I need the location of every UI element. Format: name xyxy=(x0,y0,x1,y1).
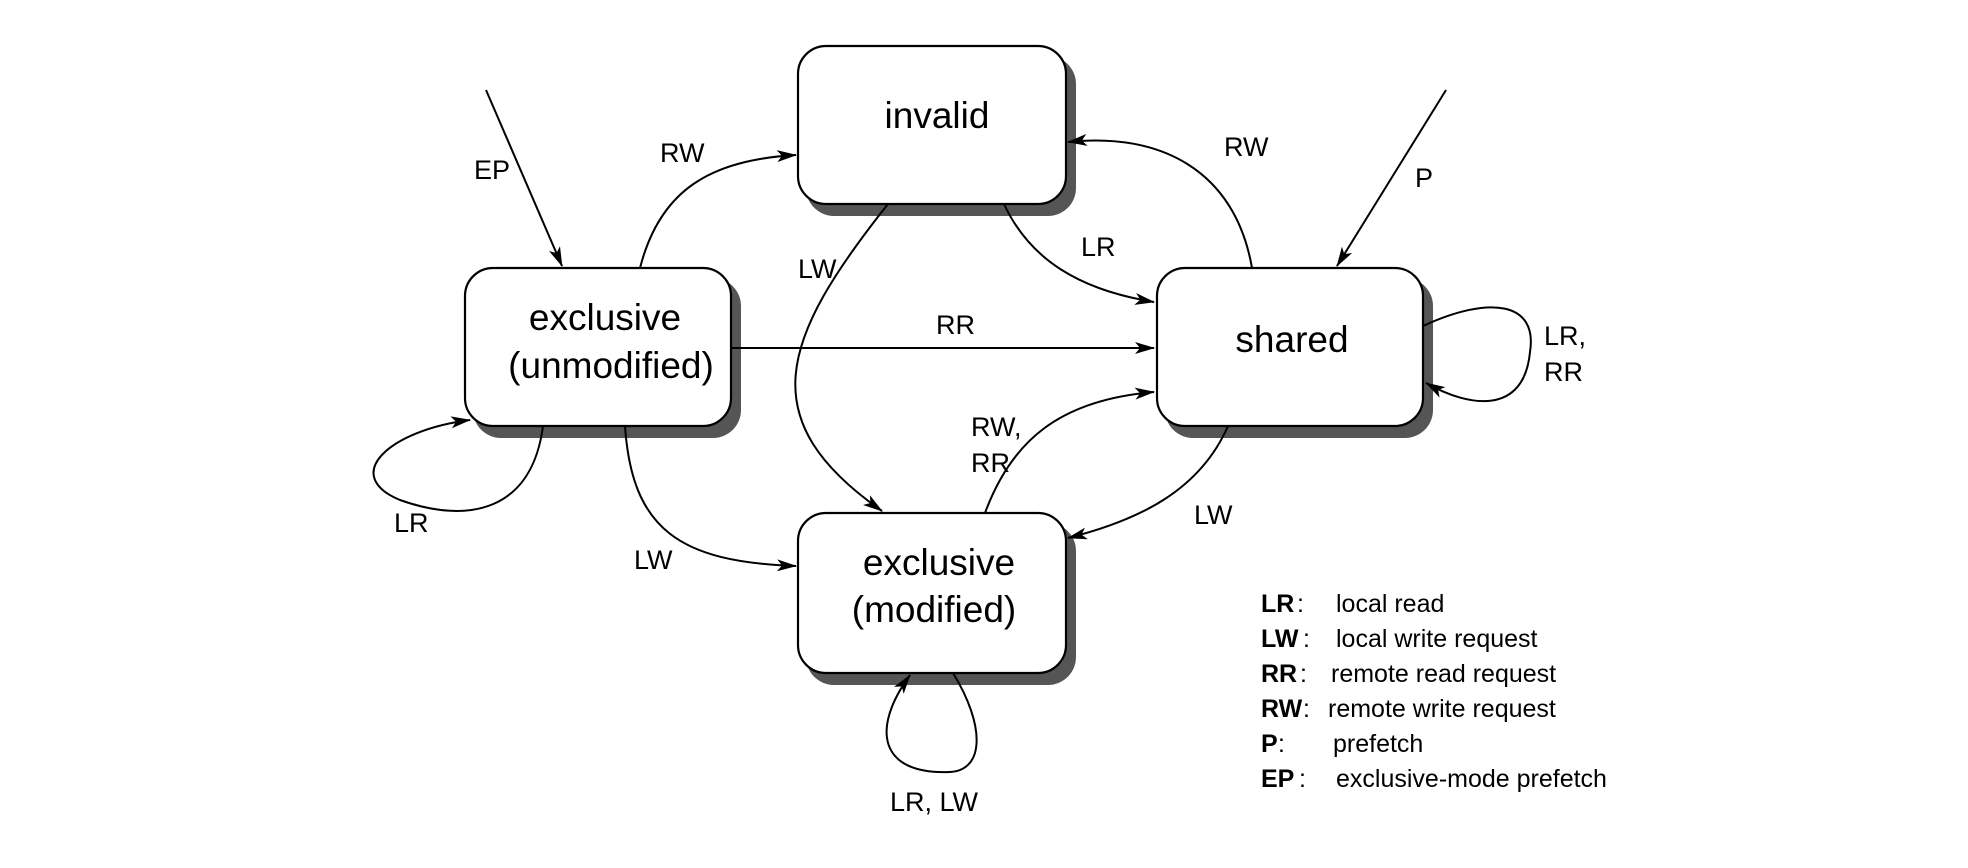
state-shared-label: shared xyxy=(1235,319,1348,360)
legend-abbr: LW xyxy=(1261,625,1299,653)
legend-desc: remote read request xyxy=(1331,660,1556,688)
legend-item: LW : local write request xyxy=(1261,625,1538,653)
legend-abbr: P xyxy=(1261,730,1278,758)
label-shared-self-line1: LR, xyxy=(1544,321,1586,351)
legend-desc: local write request xyxy=(1336,625,1538,653)
label-eu-to-invalid: RW xyxy=(660,138,705,168)
legend-colon: : xyxy=(1297,590,1304,618)
legend-desc: exclusive-mode prefetch xyxy=(1336,765,1607,793)
legend-colon: : xyxy=(1278,730,1285,758)
label-eu-to-em: LW xyxy=(634,545,673,575)
label-em-to-shared-line2: RR xyxy=(971,448,1010,478)
state-exclusive-unmodified: exclusive (unmodified) xyxy=(463,266,741,438)
state-exclusive-unmodified-line1: exclusive xyxy=(529,297,681,338)
label-shared-to-em: LW xyxy=(1194,500,1233,530)
legend-abbr: RR xyxy=(1261,660,1297,688)
edge-shared-to-invalid xyxy=(1067,133,1253,269)
label-shared-to-invalid: RW xyxy=(1224,132,1269,162)
legend-abbr: RW xyxy=(1261,695,1303,723)
edge-em-to-shared xyxy=(984,387,1155,514)
legend: LR : local read LW : local write request… xyxy=(1261,590,1607,793)
legend-desc: remote write request xyxy=(1328,695,1556,723)
legend-desc: local read xyxy=(1336,590,1444,618)
legend-colon: : xyxy=(1303,625,1310,653)
label-invalid-to-shared: LR xyxy=(1081,232,1116,262)
legend-item: EP : exclusive-mode prefetch xyxy=(1261,765,1607,793)
edge-shared-self xyxy=(1422,306,1532,402)
edge-p-entry xyxy=(1336,89,1447,267)
label-em-self: LR, LW xyxy=(890,787,979,817)
state-exclusive-modified: exclusive (modified) xyxy=(796,511,1076,685)
legend-item: LR : local read xyxy=(1261,590,1444,618)
state-shared: shared xyxy=(1155,266,1433,438)
label-ep-entry: EP xyxy=(474,155,510,185)
label-shared-self-line2: RR xyxy=(1544,357,1583,387)
state-exclusive-modified-line2: (modified) xyxy=(852,589,1017,630)
legend-desc: prefetch xyxy=(1333,730,1423,758)
state-exclusive-modified-line1: exclusive xyxy=(863,542,1015,583)
label-eu-to-shared: RR xyxy=(936,310,975,340)
edge-em-self xyxy=(885,672,978,774)
legend-colon: : xyxy=(1299,765,1306,793)
edge-eu-to-em xyxy=(624,425,797,572)
edge-eu-to-invalid xyxy=(639,150,797,269)
edge-eu-self xyxy=(372,416,544,512)
label-em-to-shared-line1: RW, xyxy=(971,412,1022,442)
label-invalid-to-em: LW xyxy=(798,254,837,284)
state-invalid-label: invalid xyxy=(885,95,990,136)
legend-colon: : xyxy=(1303,695,1310,723)
legend-abbr: EP xyxy=(1261,765,1294,793)
edge-invalid-to-shared xyxy=(1003,203,1155,305)
label-p-entry: P xyxy=(1415,163,1433,193)
legend-item: P : prefetch xyxy=(1261,730,1423,758)
edge-ep-entry xyxy=(485,89,563,267)
legend-colon: : xyxy=(1300,660,1307,688)
legend-item: RW : remote write request xyxy=(1261,695,1556,723)
legend-item: RR : remote read request xyxy=(1261,660,1556,688)
state-invalid: invalid xyxy=(796,44,1076,216)
edge-invalid-to-em xyxy=(794,203,889,512)
state-exclusive-unmodified-line2: (unmodified) xyxy=(508,345,714,386)
legend-abbr: LR xyxy=(1261,590,1294,618)
label-eu-self: LR xyxy=(394,508,429,538)
edge-shared-to-em xyxy=(1067,425,1229,540)
